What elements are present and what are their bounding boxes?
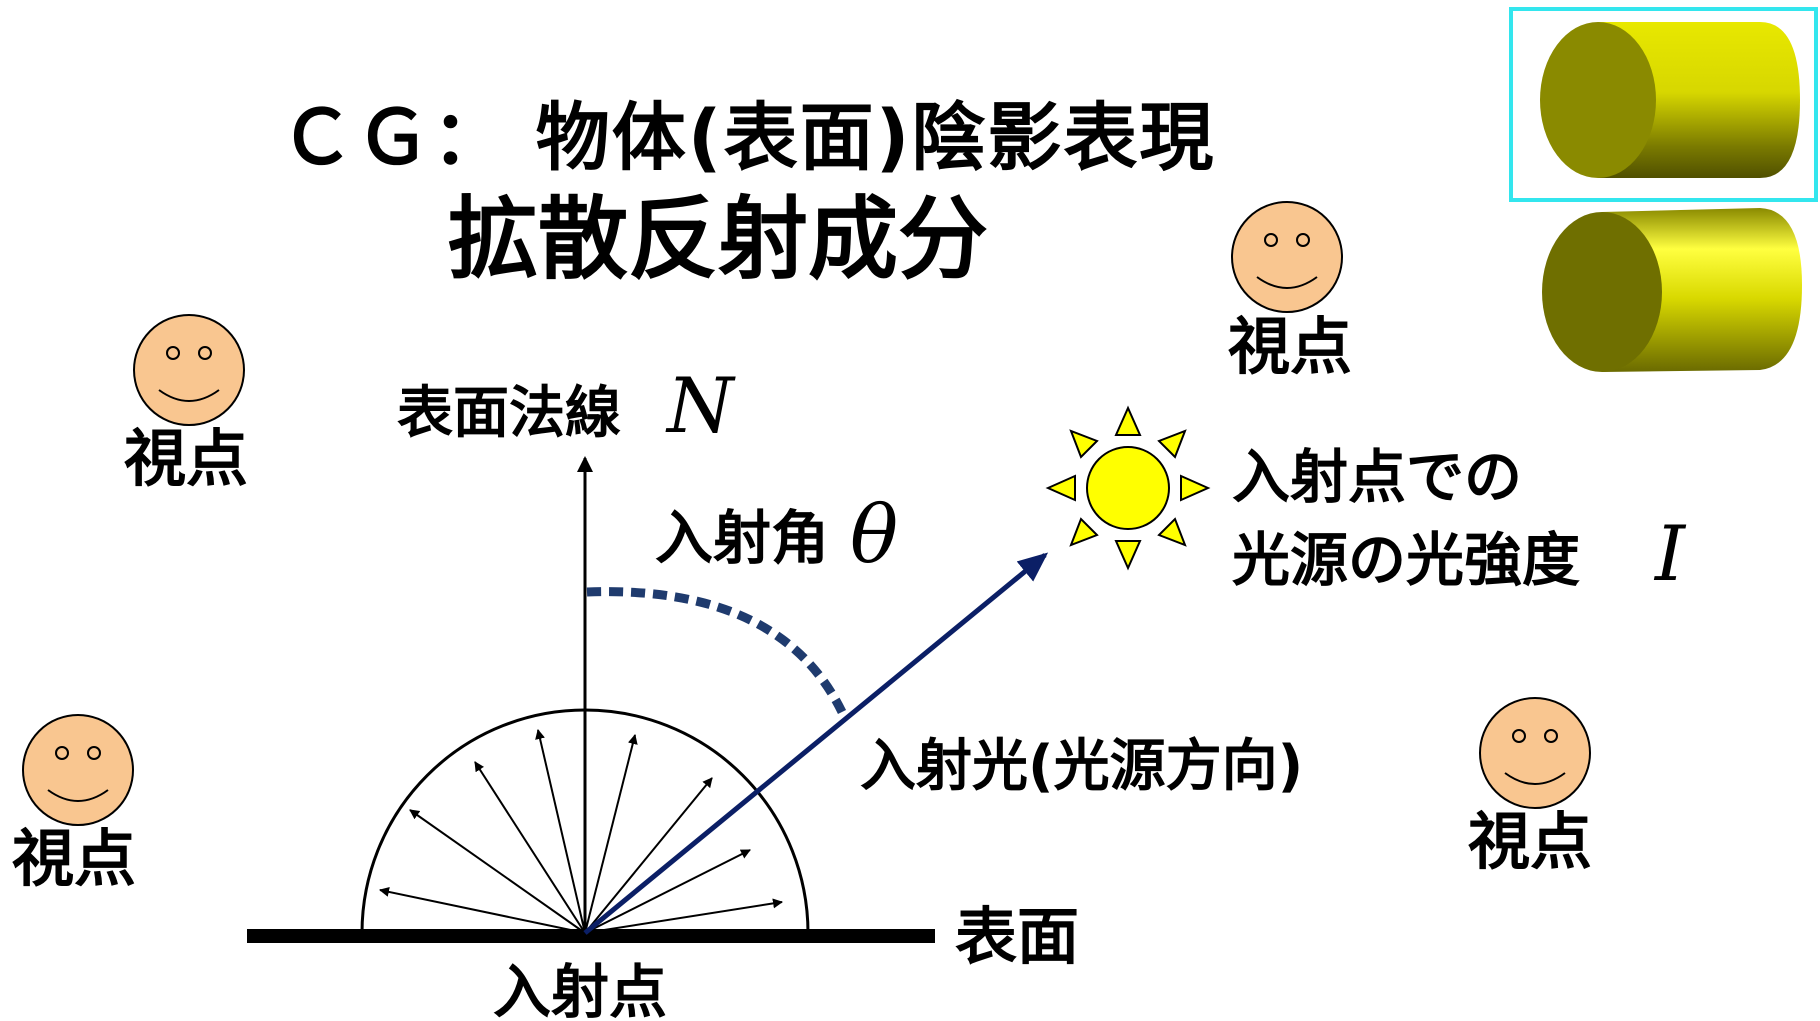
incident-light-arrow	[583, 552, 1049, 935]
viewpoint-label: 視点	[1468, 805, 1592, 878]
reflection-arrows	[379, 729, 783, 934]
viewpoint-label: 視点	[124, 422, 248, 495]
viewpoint-label: 視点	[12, 822, 136, 895]
surface-label: 表面	[955, 900, 1079, 973]
viewpoint-label: 視点	[1228, 310, 1352, 383]
title-line2: 拡散反射成分	[448, 187, 988, 292]
surface-normal-label: 表面法線	[397, 381, 621, 446]
angle-symbol: θ	[850, 488, 898, 581]
diffuse-hemisphere	[360, 708, 810, 934]
normal-symbol: N	[665, 361, 736, 450]
smiley-face-icon	[133, 314, 245, 426]
smiley-face-icon	[1479, 697, 1591, 809]
selection-highlight-box	[1509, 7, 1818, 202]
incident-angle-arc	[586, 587, 847, 714]
sun-icon	[1045, 405, 1211, 571]
intensity-symbol: I	[1653, 509, 1687, 598]
smiley-face-icon	[22, 714, 134, 826]
cylinder-icon	[1542, 208, 1802, 372]
title-line1: ＣＧ： 物体(表面)陰影表現	[280, 95, 1215, 181]
light-intensity-label-line1: 入射点での	[1232, 443, 1522, 511]
incident-angle-label: 入射角	[655, 504, 829, 572]
light-intensity-label-line2: 光源の光強度	[1232, 526, 1580, 594]
smiley-face-icon	[1231, 201, 1343, 313]
incident-point-label: 入射点	[493, 958, 667, 1021]
incident-light-label: 入射光(光源方向)	[860, 734, 1303, 799]
cylinder-icon-highlighted	[1509, 7, 1818, 202]
